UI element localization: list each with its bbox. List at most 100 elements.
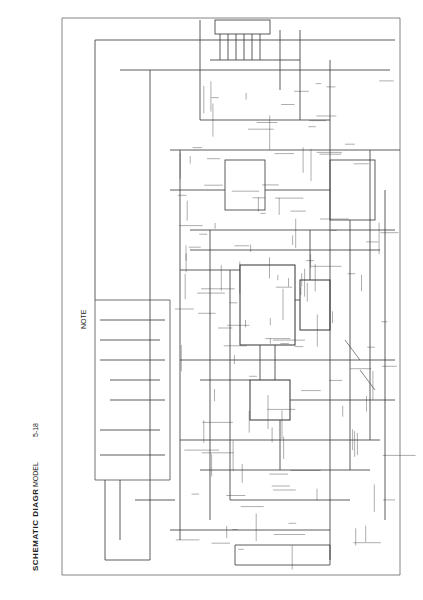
wire xyxy=(239,262,240,294)
wire xyxy=(329,380,342,381)
wire xyxy=(232,529,237,530)
wire xyxy=(224,345,247,346)
wire xyxy=(230,302,238,303)
wire xyxy=(202,422,233,423)
wire xyxy=(189,247,201,248)
wire xyxy=(367,347,375,348)
wire xyxy=(354,163,369,164)
wire xyxy=(193,147,202,148)
wire xyxy=(226,526,227,538)
wire xyxy=(327,86,336,87)
wire xyxy=(365,526,366,543)
wire xyxy=(179,225,203,226)
wire xyxy=(175,309,194,310)
wire xyxy=(241,506,264,507)
wire xyxy=(218,328,232,329)
wire xyxy=(207,158,220,159)
wire xyxy=(248,129,274,130)
wire xyxy=(270,318,271,325)
wire xyxy=(275,198,303,199)
wire xyxy=(215,223,216,229)
wire xyxy=(357,433,358,455)
wire xyxy=(272,427,273,442)
wire xyxy=(233,440,234,471)
wire xyxy=(294,91,309,92)
wire xyxy=(348,273,356,274)
wire xyxy=(197,293,225,294)
wire xyxy=(381,321,387,322)
wire xyxy=(274,534,306,535)
wire xyxy=(269,116,270,150)
wire xyxy=(317,315,318,347)
wire xyxy=(366,241,378,242)
wire xyxy=(372,371,373,400)
wire xyxy=(382,366,397,367)
wire xyxy=(361,275,362,292)
wire xyxy=(238,549,243,550)
wire xyxy=(374,484,375,511)
wire xyxy=(300,287,301,295)
wire xyxy=(187,201,188,221)
note-label: NOTE xyxy=(80,309,88,330)
wire xyxy=(366,396,367,412)
wire xyxy=(308,126,316,127)
wire xyxy=(291,470,321,471)
wire xyxy=(379,223,380,255)
wire xyxy=(265,338,290,339)
wire xyxy=(214,389,215,401)
wire xyxy=(320,219,349,220)
wire xyxy=(212,543,230,544)
wire xyxy=(290,211,305,212)
wire xyxy=(301,390,321,391)
wire xyxy=(201,288,235,289)
wire xyxy=(355,528,356,545)
wire xyxy=(267,409,295,410)
model-label: MODEL xyxy=(32,461,40,488)
wire xyxy=(309,120,326,121)
wire xyxy=(227,325,249,326)
wire xyxy=(180,153,181,179)
wire xyxy=(190,156,191,164)
wire xyxy=(186,245,187,260)
wire xyxy=(292,235,293,245)
wire xyxy=(304,269,305,297)
wire xyxy=(270,338,271,344)
wire xyxy=(282,410,283,439)
wire xyxy=(249,411,250,433)
wire xyxy=(246,93,247,100)
wire xyxy=(280,343,289,344)
wire xyxy=(345,144,355,145)
wire xyxy=(273,340,305,341)
wire xyxy=(295,346,304,347)
wire xyxy=(350,368,371,369)
wire xyxy=(275,153,295,154)
wire xyxy=(311,149,312,181)
wire xyxy=(352,429,353,450)
wire xyxy=(176,539,200,540)
wire xyxy=(199,234,207,235)
wire xyxy=(316,116,336,117)
wire xyxy=(232,191,259,192)
wire xyxy=(192,494,200,495)
wire xyxy=(331,230,337,231)
wire xyxy=(181,345,182,371)
wire xyxy=(307,283,308,302)
wire xyxy=(289,523,297,524)
wire xyxy=(245,320,246,327)
wire xyxy=(303,147,304,172)
wire xyxy=(353,542,381,543)
wire xyxy=(256,514,257,542)
wire xyxy=(272,486,290,487)
wire xyxy=(257,122,278,123)
wire xyxy=(354,431,355,457)
wire xyxy=(311,266,341,267)
wire xyxy=(258,197,259,211)
page-number: 5-18 xyxy=(32,422,40,438)
wire xyxy=(212,104,213,137)
wire xyxy=(292,545,293,569)
wire xyxy=(204,185,223,186)
wire xyxy=(301,273,302,287)
wire xyxy=(234,245,249,246)
